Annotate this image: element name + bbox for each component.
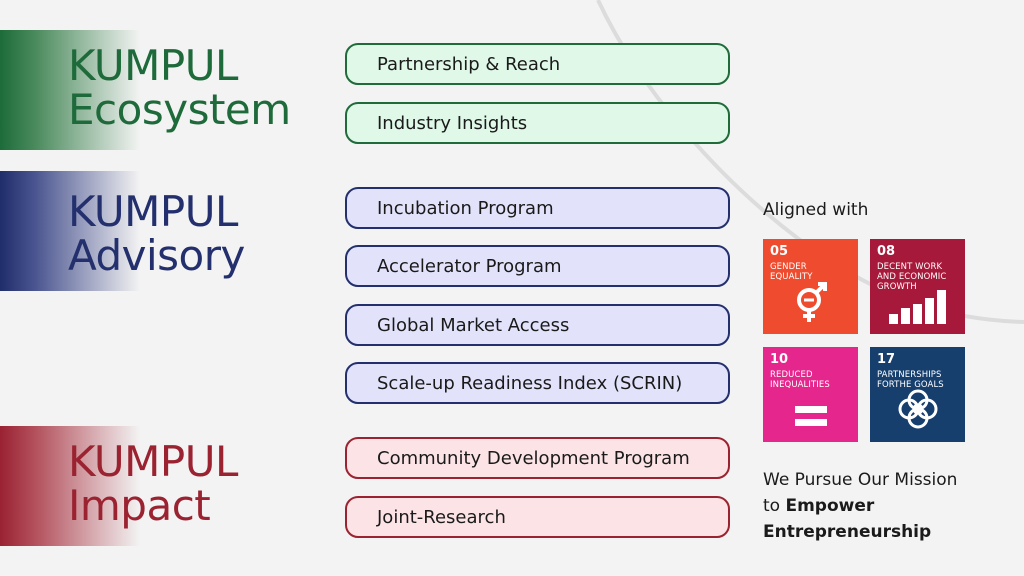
accelerator-program-pill[interactable]: Accelerator Program (345, 245, 730, 287)
mission-statement: We Pursue Our Mission to Empower Entrepr… (763, 467, 1003, 545)
sdg-17-tile: 17 PARTNERSHIPS FORTHE GOALS (870, 347, 965, 442)
gender-equality-icon (763, 280, 858, 328)
mission-line3-bold: Entrepreneurship (763, 522, 932, 542)
growth-bars-icon (870, 288, 965, 328)
mission-line2-prefix: to (763, 496, 781, 516)
interlinked-rings-icon (870, 386, 965, 436)
joint-research-pill[interactable]: Joint-Research (345, 496, 730, 538)
sdg-10-number: 10 (770, 352, 789, 367)
partnership-reach-pill[interactable]: Partnership & Reach (345, 43, 730, 85)
impact-title-line2: Impact (68, 481, 211, 530)
impact-title: KUMPUL Impact (68, 440, 238, 528)
advisory-title: KUMPUL Advisory (68, 190, 245, 278)
sdg-05-tile: 05 GENDER EQUALITY (763, 239, 858, 334)
ecosystem-title: KUMPUL Ecosystem (68, 44, 291, 132)
impact-title-line1: KUMPUL (68, 437, 238, 486)
sdg-17-number: 17 (877, 352, 896, 367)
sdg-10-label: REDUCED INEQUALITIES (770, 370, 830, 390)
ecosystem-color-band (0, 30, 140, 150)
aligned-with-label: Aligned with (763, 200, 869, 220)
global-market-access-pill[interactable]: Global Market Access (345, 304, 730, 346)
ecosystem-title-line2: Ecosystem (68, 85, 291, 134)
mission-line1: We Pursue Our Mission (763, 470, 958, 490)
mission-line2-bold: Empower (785, 496, 875, 516)
sdg-10-tile: 10 REDUCED INEQUALITIES (763, 347, 858, 442)
sdg-05-label: GENDER EQUALITY (770, 262, 813, 282)
scrin-pill[interactable]: Scale-up Readiness Index (SCRIN) (345, 362, 730, 404)
sdg-08-tile: 08 DECENT WORK AND ECONOMIC GROWTH (870, 239, 965, 334)
sdg-17-label: PARTNERSHIPS FORTHE GOALS (877, 370, 944, 390)
sdg-08-number: 08 (877, 244, 896, 259)
sdg-08-label: DECENT WORK AND ECONOMIC GROWTH (877, 262, 947, 292)
ecosystem-title-line1: KUMPUL (68, 41, 238, 90)
industry-insights-pill[interactable]: Industry Insights (345, 102, 730, 144)
community-development-pill[interactable]: Community Development Program (345, 437, 730, 479)
advisory-title-line1: KUMPUL (68, 187, 238, 236)
advisory-color-band (0, 171, 140, 291)
mission-line2: to Empower (763, 493, 1003, 519)
equals-icon (763, 400, 858, 436)
incubation-program-pill[interactable]: Incubation Program (345, 187, 730, 229)
advisory-title-line2: Advisory (68, 231, 245, 280)
sdg-05-number: 05 (770, 244, 789, 259)
impact-color-band (0, 426, 140, 546)
